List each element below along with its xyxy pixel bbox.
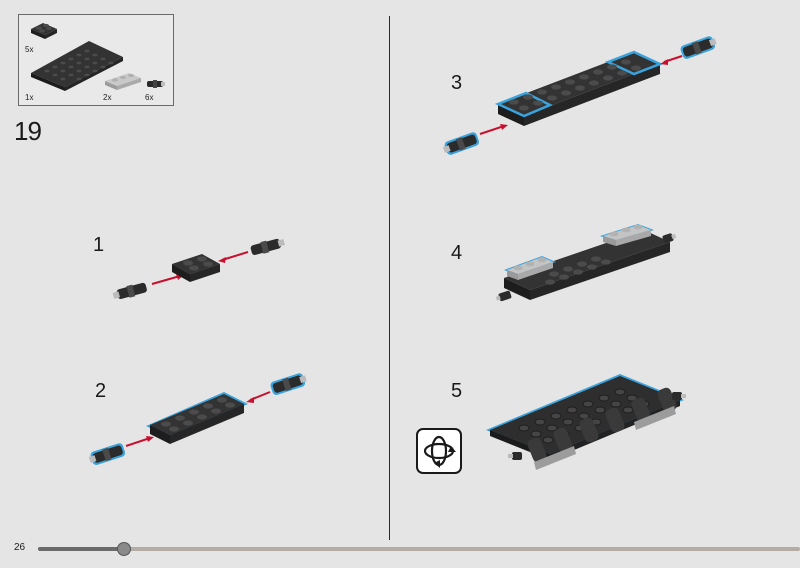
substep-1-illustration: [112, 238, 285, 299]
arrow-left: [479, 125, 505, 135]
gray-plate-left: [504, 256, 556, 280]
gray-plate-right: [600, 224, 654, 246]
substep-3-label: 3: [451, 72, 463, 94]
part-plate-6x12: [31, 41, 123, 91]
substep-2-label: 2: [95, 380, 107, 402]
arrow-left: [151, 275, 181, 285]
plate-2x2: [172, 254, 220, 282]
substep-2-illustration: [88, 373, 307, 465]
arrow-right: [221, 251, 249, 261]
pin-right: [250, 238, 285, 255]
pin-right-highlighted: [680, 36, 717, 59]
inverted-plate-assembly: [486, 374, 686, 470]
rotate-model-icon: [416, 428, 462, 474]
plate-row: [146, 392, 248, 444]
pin-end-left: [495, 290, 512, 302]
substep-5-label: 5: [451, 380, 463, 402]
parts-callout: 5x 1x 2x 6x: [18, 14, 174, 106]
progress-fill: [38, 547, 125, 551]
substep-4-illustration: [495, 224, 677, 302]
part-pin: [147, 80, 165, 88]
pin-left-highlighted: [442, 132, 480, 155]
substep-3-illustration: [442, 36, 717, 155]
substep-1-label: 1: [93, 234, 105, 256]
progress-knob[interactable]: [117, 542, 132, 556]
pin-left: [112, 282, 147, 299]
arrow-left: [125, 437, 151, 447]
substep-5-illustration: [486, 374, 686, 470]
qty-pin: 6x: [145, 93, 154, 102]
part-plate-1x3: [105, 73, 141, 90]
pin-end-right: [662, 233, 677, 244]
pin-right-highlighted: [270, 373, 307, 395]
part-plate-2x2: [31, 23, 57, 39]
substep-4-label: 4: [451, 242, 463, 264]
pin-left-highlighted: [88, 443, 126, 465]
qty-plate-2x2: 5x: [25, 45, 34, 54]
long-plate: [494, 50, 664, 126]
qty-plate-1x3: 2x: [103, 93, 112, 102]
page-number: 26: [14, 542, 26, 553]
progress-bar: [38, 542, 800, 556]
column-divider: [389, 16, 390, 540]
qty-plate-6x12: 1x: [25, 93, 34, 102]
step-number: 19: [14, 116, 42, 146]
long-plate: [504, 230, 670, 300]
